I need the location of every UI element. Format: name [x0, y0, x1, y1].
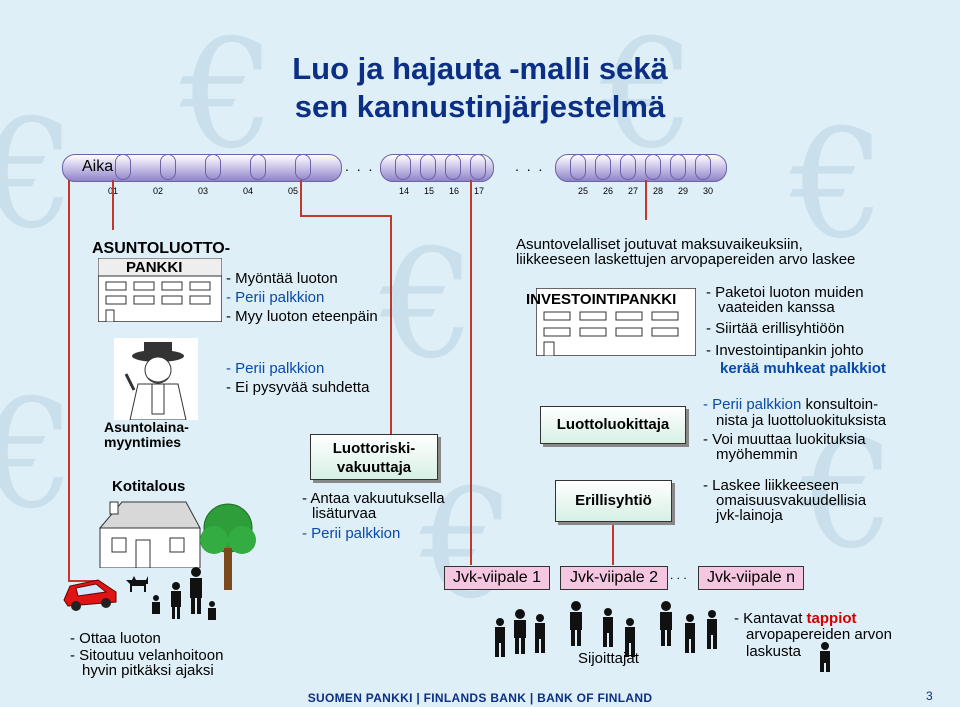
investors-name: Sijoittajat — [578, 650, 639, 667]
title-line-2: sen kannustinjärjestelmä — [294, 89, 666, 124]
timeline-tick: 28 — [652, 186, 663, 196]
spv-box: Erillisyhtiö — [555, 480, 672, 522]
connector-line — [390, 215, 392, 435]
tranche-gap-dots: . . . — [670, 568, 687, 582]
insurer-name-line1: Luottoriski- — [332, 440, 416, 457]
timeline-tick: 03 — [197, 186, 208, 196]
timeline-tick: 29 — [677, 186, 688, 196]
timeline-tick: 05 — [287, 186, 298, 196]
car-icon — [62, 576, 120, 612]
background-euro-icon: € — [0, 368, 76, 542]
insurer-name-line2: vakuuttaja — [336, 459, 412, 476]
tranche-1: Jvk-viipale 1 — [444, 566, 550, 590]
spv-line: jvk-lainoja — [716, 507, 783, 524]
timeline-gap-dots: . . . — [345, 158, 375, 174]
bank-building-icon — [97, 257, 223, 323]
rating-consult-text: konsultoin- — [801, 396, 879, 413]
investment-bank-building-icon — [535, 287, 697, 357]
investment-bank-line: - Investointipankin johto — [706, 342, 864, 359]
investors-bear-text: - Kantavat — [734, 610, 807, 627]
timeline-tick: 27 — [627, 186, 638, 196]
household-line: - Ottaa luoton — [70, 630, 161, 647]
rating-fee-text: - Perii palkkion — [703, 396, 802, 413]
bank-line: - Perii palkkion — [226, 289, 325, 306]
insurer-line: - Antaa vakuutuksella — [302, 490, 445, 507]
connector-line — [470, 180, 472, 565]
connector-line — [300, 215, 390, 217]
rating-line: nista ja luottoluokituksista — [716, 412, 887, 429]
timeline-label: Aika — [82, 158, 114, 175]
background-euro-icon: € — [600, 8, 696, 182]
slide-title: Luo ja hajauta -malli sekä sen kannustin… — [0, 50, 960, 126]
bank-line: - Myöntää luoton — [226, 270, 338, 287]
timeline-tick: 26 — [602, 186, 613, 196]
tranche-2: Jvk-viipale 2 — [560, 566, 668, 590]
investor-person-icon — [815, 642, 835, 672]
spv-line: - Laskee liikkeeseen — [703, 477, 839, 494]
insurer-line: - Perii palkkion — [302, 525, 401, 542]
insurer-line: lisäturvaa — [312, 505, 377, 522]
investment-bank-line: - Siirtää erillisyhtiöön — [706, 320, 845, 337]
connector-line — [612, 525, 614, 565]
timeline-tick: 16 — [448, 186, 459, 196]
investors-losses-text: tappiot — [806, 610, 857, 627]
bank-name: ASUNTOLUOTTO- — [92, 240, 231, 257]
rating-line: - Perii palkkion konsultoin- — [703, 396, 878, 413]
salesman-cartoon-icon — [114, 338, 198, 421]
timeline-tick: 02 — [152, 186, 163, 196]
seller-name: Asuntolaina- myyntimies — [104, 420, 189, 450]
rating-line: myöhemmin — [716, 446, 798, 463]
household-line: hyvin pitkäksi ajaksi — [82, 662, 214, 679]
insurer-box: Luottoriski- vakuuttaja — [310, 434, 438, 480]
background-euro-icon: € — [800, 408, 896, 582]
investors-line: - Kantavat tappiot — [734, 610, 857, 627]
crisis-line: Asuntovelalliset joutuvat maksuvaikeuksi… — [516, 236, 803, 253]
investors-icon — [490, 600, 730, 660]
seller-line: - Perii palkkion — [226, 360, 325, 377]
timeline-tick: 17 — [473, 186, 484, 196]
rating-agency-box: Luottoluokittaja — [540, 406, 686, 444]
seller-name-line2: myyntimies — [104, 434, 182, 450]
timeline-tick: 14 — [398, 186, 409, 196]
footer: SUOMEN PANKKI | FINLANDS BANK | BANK OF … — [307, 691, 653, 705]
seller-name-line1: Asuntolaina- — [104, 419, 189, 435]
title-line-1: Luo ja hajauta -malli sekä — [292, 51, 668, 86]
investment-bank-line: kerää muhkeat palkkiot — [720, 360, 886, 377]
connector-line — [112, 180, 114, 230]
investment-bank-line: vaateiden kanssa — [718, 299, 835, 316]
timeline-tick: 25 — [577, 186, 588, 196]
timeline-gap-dots: . . . — [515, 158, 545, 174]
tree-icon — [200, 500, 256, 590]
household-line: - Sitoutuu velanhoitoon — [70, 647, 224, 664]
investment-bank-name: INVESTOINTIPANKKI — [526, 291, 677, 308]
background-euro-icon: € — [180, 8, 276, 182]
bank-name-line2: PANKKI — [126, 259, 183, 276]
connector-line — [645, 180, 647, 220]
house-icon — [96, 496, 202, 569]
investors-line: laskusta — [746, 643, 802, 660]
investment-bank-line: - Paketoi luoton muiden — [706, 284, 864, 301]
connector-line — [300, 180, 302, 215]
dog-icon — [124, 574, 150, 592]
timeline-tick: 04 — [242, 186, 253, 196]
connector-line — [68, 180, 70, 580]
background-euro-icon: € — [790, 98, 886, 272]
spv-line: omaisuusvakuudellisia — [716, 492, 867, 509]
background-euro-icon: € — [380, 218, 476, 392]
timeline-tick: 30 — [702, 186, 713, 196]
tranche-n: Jvk-viipale n — [698, 566, 804, 590]
timeline-tick: 15 — [423, 186, 434, 196]
investors-line: arvopapereiden arvon — [746, 626, 892, 643]
crisis-line: liikkeeseen laskettujen arvopapereiden a… — [516, 251, 856, 268]
household-name: Kotitalous — [112, 478, 186, 495]
connector-line — [68, 580, 98, 582]
background-euro-icon: € — [420, 458, 516, 632]
page-number: 3 — [926, 689, 933, 703]
seller-line: - Ei pysyvää suhdetta — [226, 379, 370, 396]
rating-line: - Voi muuttaa luokituksia — [703, 431, 866, 448]
family-icon — [148, 566, 228, 626]
bank-line: - Myy luoton eteenpäin — [226, 308, 378, 325]
